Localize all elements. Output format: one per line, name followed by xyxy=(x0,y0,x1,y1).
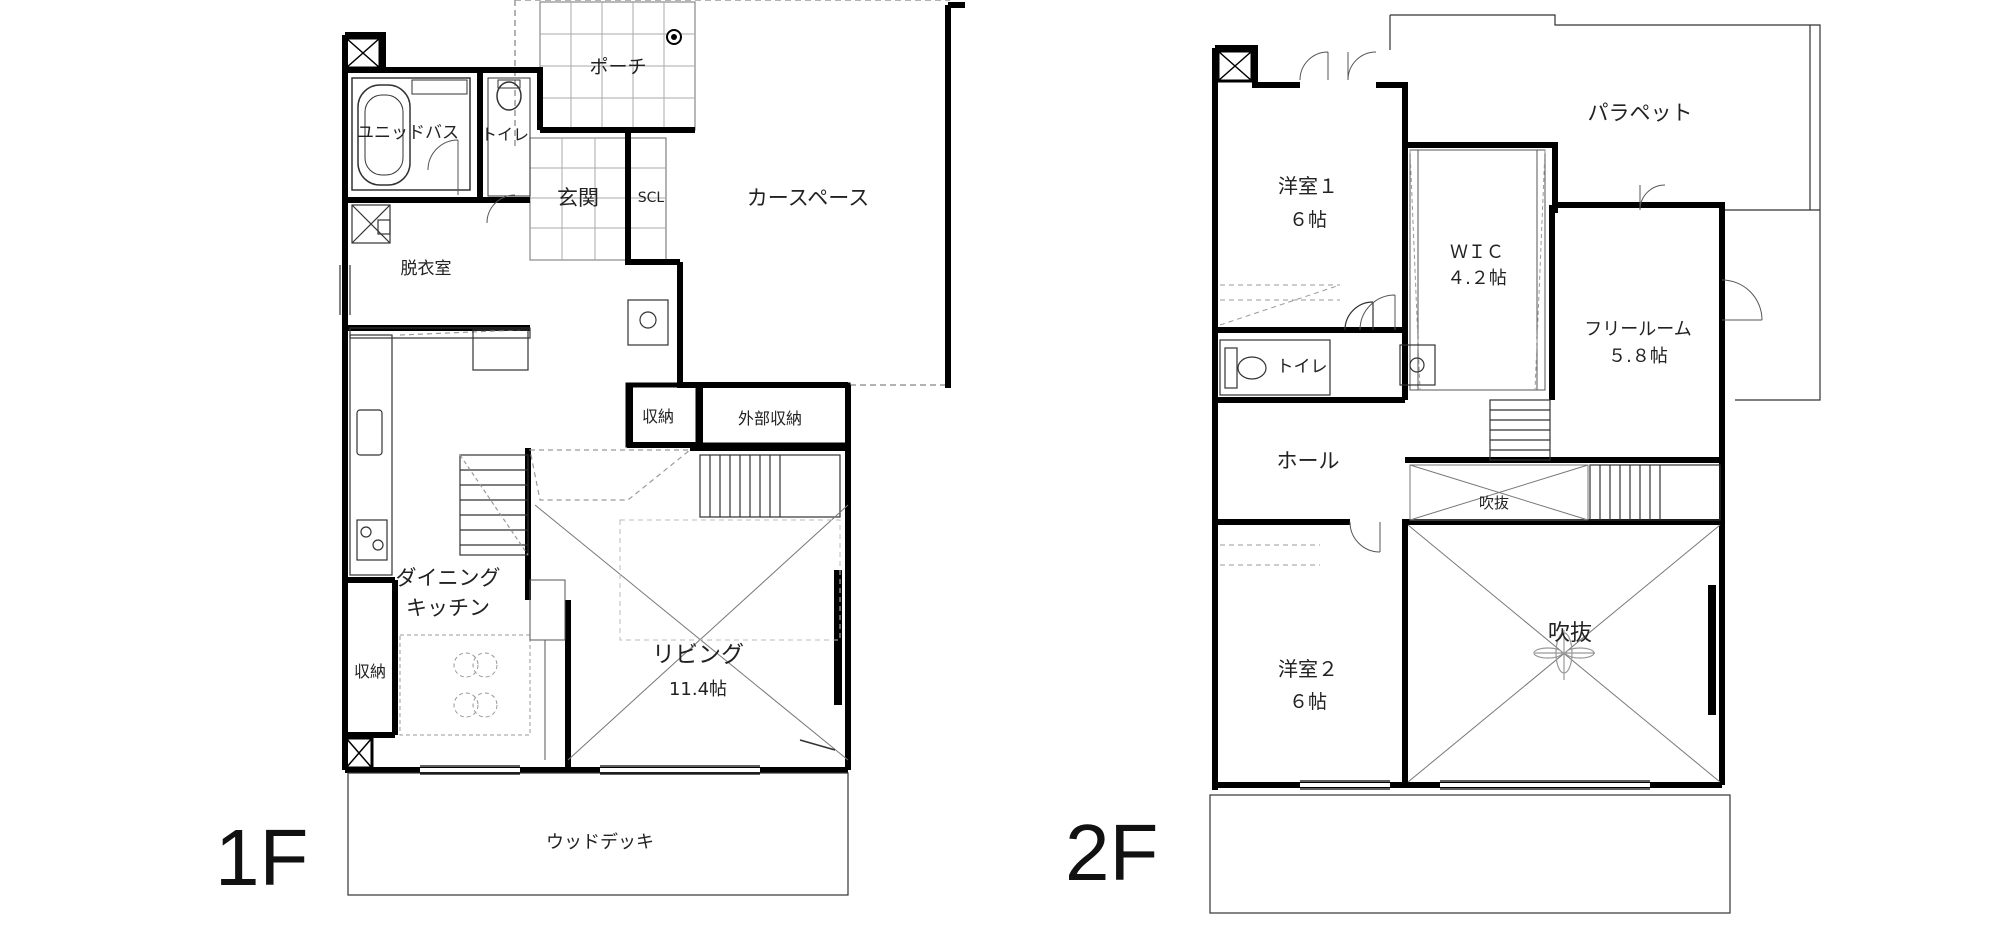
label-western2-size: ６帖 xyxy=(1289,691,1327,713)
void-small xyxy=(1409,464,1589,521)
label-car-space: カースペース xyxy=(747,186,869,210)
wood-deck xyxy=(347,772,849,896)
label-dressing: 脱衣室 xyxy=(401,259,452,279)
label-living: リビング xyxy=(652,642,744,668)
labels-1f: ポーチ ユニッドバス トイレ 玄関 SCL カースペース 脱衣室 収納 外部収納… xyxy=(354,56,869,853)
label-porch: ポーチ xyxy=(589,56,646,78)
void-large xyxy=(1407,524,1721,783)
label-toilet-2f: トイレ xyxy=(1277,357,1328,377)
parapet xyxy=(1389,14,1821,401)
label-dining: ダイニング xyxy=(396,566,501,590)
label-wic: ＷＩＣ xyxy=(1450,242,1504,263)
balcony-doors xyxy=(1299,51,1377,81)
floor-titles: 1F 2F xyxy=(215,808,1158,902)
label-void-large: 吹抜 xyxy=(1548,621,1592,646)
label-scl: SCL xyxy=(638,190,665,206)
label-unit-bath: ユニッドバス xyxy=(357,123,459,143)
closet-western2 xyxy=(1220,521,1381,566)
label-western1: 洋室１ xyxy=(1278,174,1338,198)
label-free-room-size: ５.８帖 xyxy=(1608,346,1668,367)
floor-label-2f: 2F xyxy=(1065,808,1158,897)
living-void xyxy=(534,504,849,761)
unit-bath xyxy=(351,77,471,195)
windows-1f xyxy=(420,570,842,775)
balcony xyxy=(1209,794,1731,914)
floor-label-1f: 1F xyxy=(215,813,308,902)
windows-2f xyxy=(1300,585,1716,790)
dining-table xyxy=(399,579,566,760)
label-entrance: 玄関 xyxy=(557,186,599,210)
label-free-room: フリールーム xyxy=(1584,319,1691,340)
label-storage-left: 収納 xyxy=(354,662,386,681)
labels-2f: パラペット 洋室１ ６帖 ＷＩＣ ４.２帖 フリールーム ５.８帖 トイレ ホー… xyxy=(1277,101,1693,713)
porch xyxy=(539,1,696,131)
label-storage: 収納 xyxy=(642,407,674,426)
wic-closet xyxy=(1409,149,1546,391)
stairs-1f xyxy=(459,449,841,556)
kitchen xyxy=(349,299,669,576)
label-hall: ホール xyxy=(1277,449,1340,473)
hall-door xyxy=(1359,294,1396,331)
label-toilet-1f: トイレ xyxy=(481,125,529,144)
closet-western1 xyxy=(1219,284,1341,326)
label-outdoor-storage: 外部収納 xyxy=(738,409,802,428)
toilet-2f xyxy=(1219,301,1436,396)
outdoor-storage xyxy=(625,382,851,448)
shafts-1f xyxy=(344,36,382,770)
label-void-small: 吹抜 xyxy=(1479,494,1509,512)
shaft-2f xyxy=(1216,49,1254,83)
dressing-fixtures xyxy=(339,204,391,315)
walls-1f xyxy=(342,32,851,773)
floor-1f xyxy=(339,0,965,896)
floor-2f xyxy=(1209,14,1821,914)
label-wic-size: ４.２帖 xyxy=(1447,268,1507,289)
stairs-2f xyxy=(1489,399,1721,521)
free-room-door xyxy=(1639,184,1763,321)
label-parapet: パラペット xyxy=(1588,101,1693,125)
label-wood-deck: ウッドデッキ xyxy=(546,832,654,853)
label-western2: 洋室２ xyxy=(1278,657,1338,681)
label-kitchen: キッチン xyxy=(406,596,490,620)
label-living-size: 11.4帖 xyxy=(669,679,727,700)
toilet-1f xyxy=(486,77,531,224)
label-western1-size: ６帖 xyxy=(1289,209,1327,231)
